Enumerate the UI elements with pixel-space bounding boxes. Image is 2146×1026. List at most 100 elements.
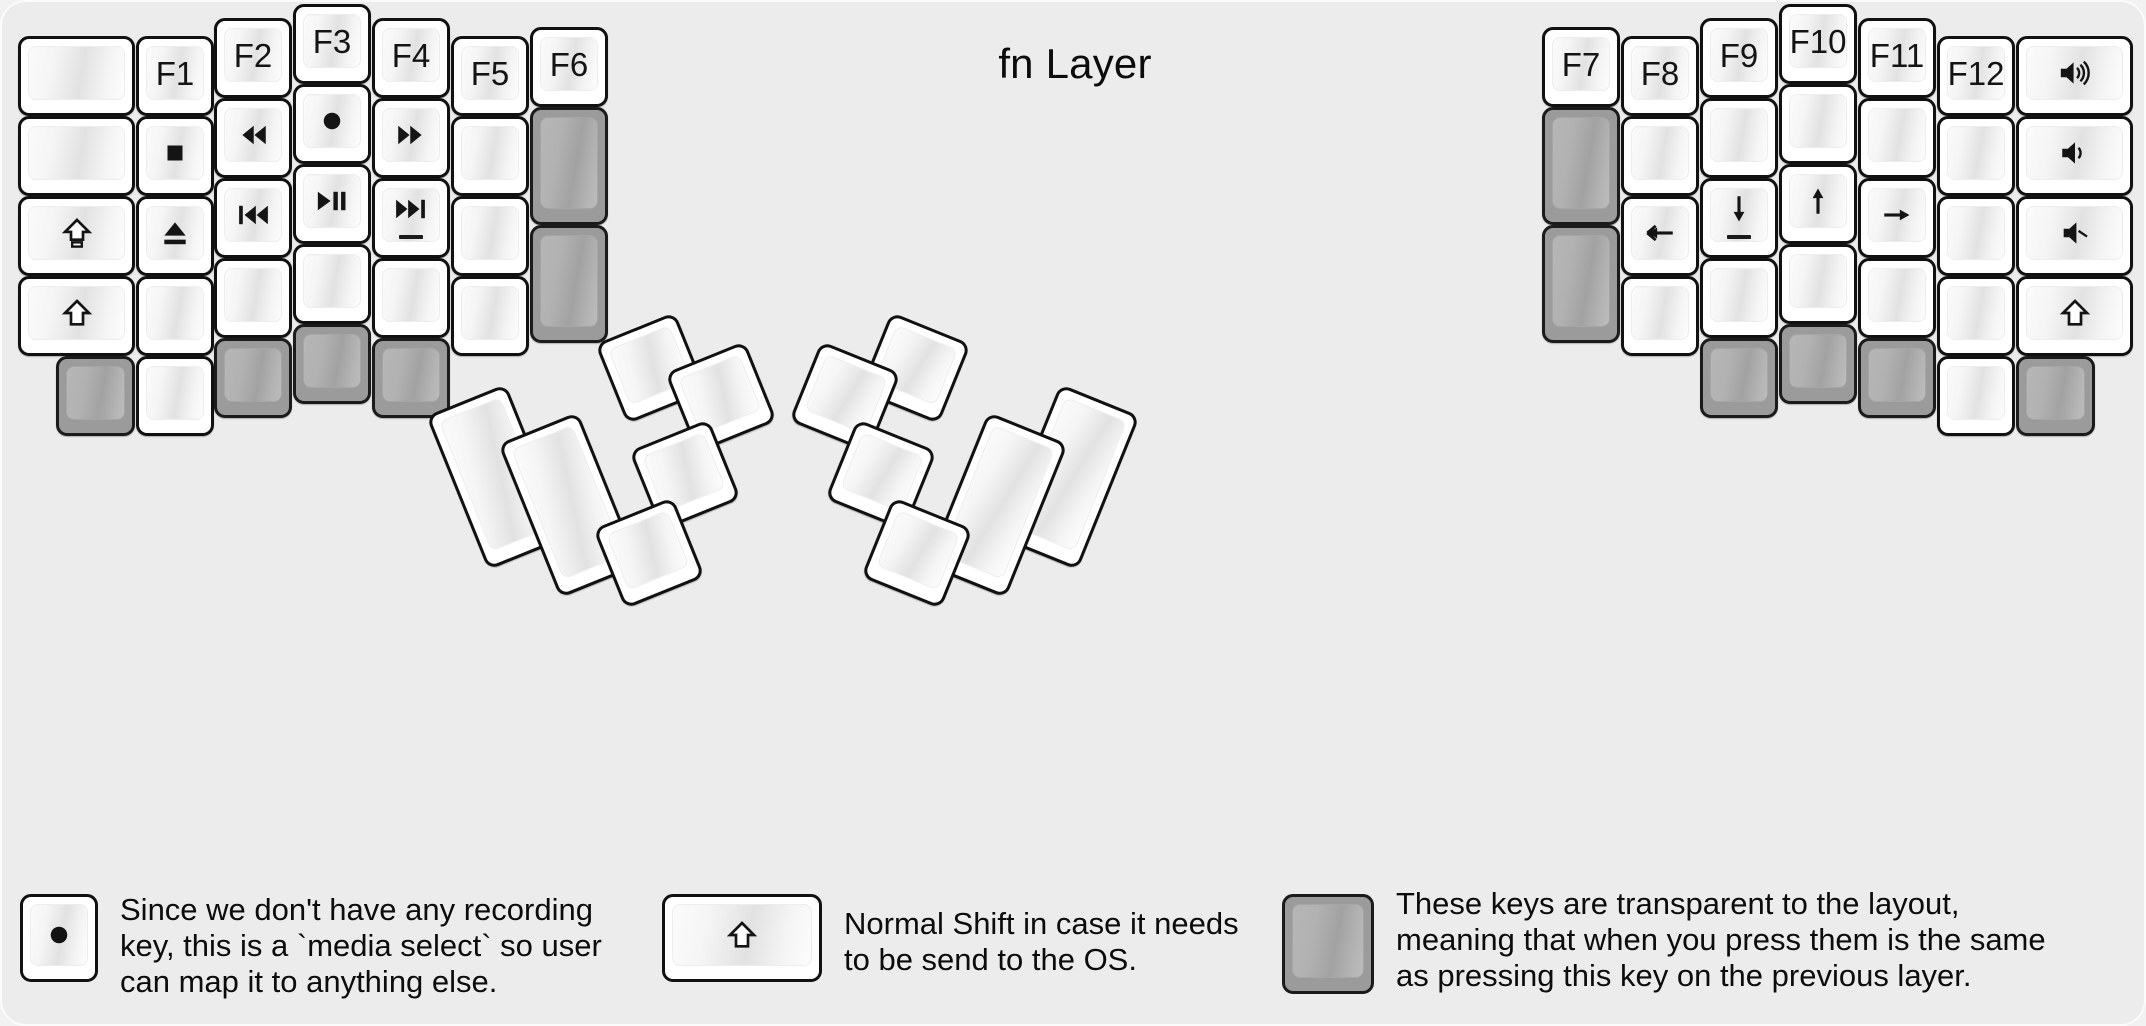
key-right-col-6-r3[interactable] [1937, 196, 2015, 276]
key-right-col-1-r1[interactable]: F7 [1542, 27, 1620, 107]
keycap-surface [1868, 268, 1926, 322]
key-left-col-4-r2[interactable] [293, 84, 371, 164]
key-left-col-2-r2[interactable] [136, 116, 214, 196]
keycap-surface [2026, 286, 2123, 340]
key-right-col-4-r5[interactable] [1779, 324, 1857, 404]
record-icon [316, 105, 348, 137]
key-left-col-1-r4[interactable] [18, 276, 135, 356]
volume-down-icon [2058, 136, 2092, 170]
key-right-col-6-r5[interactable] [1937, 356, 2015, 436]
key-left-col-5-r3[interactable] [372, 178, 450, 258]
play-pause-icon [314, 184, 350, 218]
key-left-col-4-r3[interactable] [293, 164, 371, 244]
keycap-surface [678, 354, 762, 435]
key-left-col-1-r3[interactable] [18, 196, 135, 276]
keycap-surface [876, 510, 960, 591]
keycap-surface [224, 348, 282, 402]
key-right-col-4-r3[interactable] [1779, 164, 1857, 244]
key-left-col-3-r1[interactable]: F2 [214, 18, 292, 98]
keycap-surface [1868, 348, 1926, 402]
key-left-col-3-r3[interactable] [214, 178, 292, 258]
key-right-col-5-r3[interactable] [1858, 178, 1936, 258]
key-right-col-4-r1[interactable]: F10 [1779, 4, 1857, 84]
key-right-col-3-r3[interactable] [1700, 178, 1778, 258]
key-right-col-5-r4[interactable] [1858, 258, 1936, 338]
key-right-col-7-r4[interactable] [2016, 276, 2133, 356]
key-left-col-7-r1[interactable]: F6 [530, 27, 608, 107]
key-left-col-1-r1[interactable] [18, 36, 135, 116]
key-left-col-5-r2[interactable] [372, 98, 450, 178]
key-right-col-7-r1[interactable] [2016, 36, 2133, 116]
key-left-col-3-r2[interactable] [214, 98, 292, 178]
key-right-col-4-r2[interactable] [1779, 84, 1857, 164]
keycap-surface [224, 268, 282, 322]
keycap-surface [303, 174, 361, 228]
key-left-col-4-r4[interactable] [293, 244, 371, 324]
keycap-surface [642, 432, 726, 513]
key-left-col-6-r2[interactable] [451, 116, 529, 196]
legend-text-3: These keys are transparent to the layout… [1396, 886, 2046, 993]
keycap-surface: F10 [1789, 14, 1847, 68]
key-right-col-1-r2[interactable] [1542, 107, 1620, 225]
key-left-col-4-r1[interactable]: F3 [293, 4, 371, 84]
legend-text-2: Normal Shift in case it needs to be send… [844, 906, 1239, 977]
eject-icon [159, 217, 191, 249]
key-left-col-6-r3[interactable] [451, 196, 529, 276]
key-label: F5 [470, 54, 510, 92]
key-left-col-2-r3[interactable] [136, 196, 214, 276]
key-left-col-7-r2[interactable] [530, 107, 608, 225]
key-left-col-2-r1[interactable]: F1 [136, 36, 214, 116]
key-label: F2 [233, 36, 273, 74]
key-label: F7 [1561, 45, 1601, 83]
key-right-col-3-r1[interactable]: F9 [1700, 18, 1778, 98]
key-right-col-2-r4[interactable] [1621, 276, 1699, 356]
key-left-col-6-r1[interactable]: F5 [451, 36, 529, 116]
keycap-surface [382, 188, 440, 242]
key-right-col-5-r5[interactable] [1858, 338, 1936, 418]
key-right-col-5-r1[interactable]: F11 [1858, 18, 1936, 98]
key-left-col-6-r4[interactable] [451, 276, 529, 356]
legend-key-2 [662, 894, 822, 982]
keycap-surface [672, 904, 812, 966]
key-right-col-7-r3[interactable] [2016, 196, 2133, 276]
key-right-col-7-r2[interactable] [2016, 116, 2133, 196]
keycap-surface [224, 108, 282, 162]
key-right-col-3-r5[interactable] [1700, 338, 1778, 418]
key-label: F9 [1719, 36, 1759, 74]
key-right-col-4-r4[interactable] [1779, 244, 1857, 324]
key-label: F6 [549, 45, 589, 83]
keycap-surface [1947, 286, 2005, 340]
key-label: F11 [1869, 36, 1925, 74]
key-right-col-3-r2[interactable] [1700, 98, 1778, 178]
key-left-col-3-r4[interactable] [214, 258, 292, 338]
keycap-surface [146, 126, 204, 180]
keycap-surface [146, 286, 204, 340]
keycap-surface [146, 366, 204, 420]
keycap-surface [1789, 174, 1847, 228]
key-right-col-1-r3[interactable] [1542, 225, 1620, 343]
key-left-col-1-r5[interactable] [56, 356, 135, 436]
key-right-col-2-r1[interactable]: F8 [1621, 36, 1699, 116]
key-right-col-5-r2[interactable] [1858, 98, 1936, 178]
key-right-col-2-r2[interactable] [1621, 116, 1699, 196]
key-left-col-5-r5[interactable] [372, 338, 450, 418]
key-left-col-2-r4[interactable] [136, 276, 214, 356]
key-left-col-2-r5[interactable] [136, 356, 214, 436]
keycap-surface [1631, 286, 1689, 340]
key-right-col-7-r5[interactable] [2016, 356, 2095, 436]
key-left-col-3-r5[interactable] [214, 338, 292, 418]
key-left-col-4-r5[interactable] [293, 324, 371, 404]
key-right-col-3-r4[interactable] [1700, 258, 1778, 338]
key-right-col-6-r4[interactable] [1937, 276, 2015, 356]
key-left-col-1-r2[interactable] [18, 116, 135, 196]
key-left-col-5-r4[interactable] [372, 258, 450, 338]
keycap-surface [1552, 117, 1610, 209]
key-left-col-7-r3[interactable] [530, 225, 608, 343]
key-right-col-2-r3[interactable] [1621, 196, 1699, 276]
key-right-col-6-r1[interactable]: F12 [1937, 36, 2015, 116]
key-right-col-6-r2[interactable] [1937, 116, 2015, 196]
keycap-surface [840, 432, 924, 513]
keycap-surface: F6 [540, 37, 598, 91]
key-left-col-5-r1[interactable]: F4 [372, 18, 450, 98]
keycap-surface [1710, 348, 1768, 402]
